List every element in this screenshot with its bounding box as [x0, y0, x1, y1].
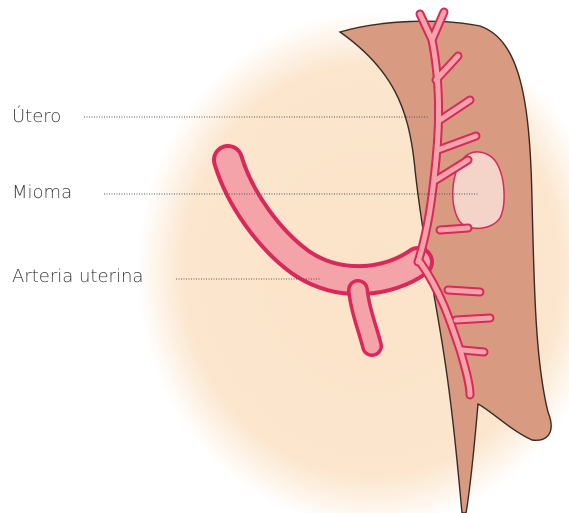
label-arteria-uterina: Arteria uterina: [12, 268, 143, 286]
label-mioma: Mioma: [12, 184, 72, 202]
label-utero: Útero: [12, 108, 61, 126]
